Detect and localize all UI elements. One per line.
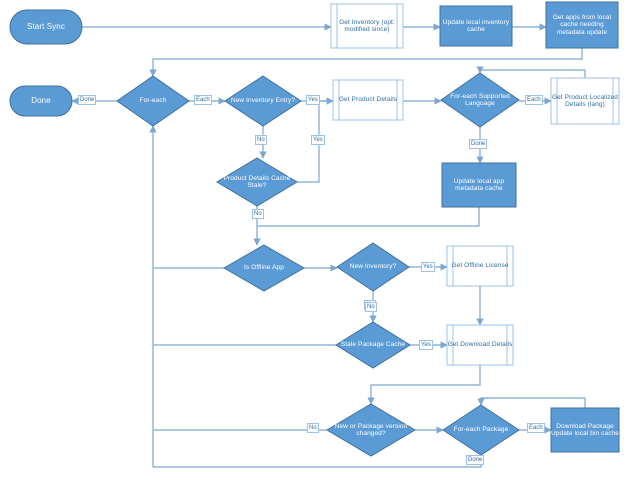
node-get-apps-needing-metadata[interactable] (545, 1, 619, 49)
node-product-details-cache-stale[interactable] (216, 157, 298, 207)
node-new-inventory-entry[interactable] (224, 75, 302, 127)
node-stale-package-cache[interactable] (335, 321, 411, 369)
edge-label-cache-stale-no: No (252, 209, 264, 219)
node-for-each-supported-language[interactable] (440, 72, 520, 128)
node-for-each[interactable] (116, 75, 190, 127)
node-new-inventory[interactable] (336, 242, 410, 292)
edge-label-new-entry-yes: Yes (306, 95, 320, 105)
edge-downloaddetails-to-pkgchanged (367, 365, 481, 405)
edge-label-for-each-pkg-each: Each (527, 423, 545, 433)
edge-localized-loopback (476, 66, 586, 78)
node-is-offline-app[interactable] (222, 244, 306, 292)
edge-updatemeta-to-offlineline (257, 207, 480, 227)
edge-label-cache-stale-yes: Yes (311, 135, 325, 145)
edge-label-supported-lang-each: Each (525, 95, 543, 105)
node-get-inventory[interactable] (330, 3, 404, 49)
node-update-local-inventory-cache[interactable] (439, 5, 513, 47)
node-get-offline-license[interactable] (446, 245, 514, 287)
edge-label-for-each-each: Each (194, 95, 212, 105)
edge-label-stale-pkg-yes: Yes (419, 340, 433, 350)
node-start-sync[interactable] (9, 9, 83, 45)
edge-label-new-inventory-yes: Yes (421, 262, 435, 272)
edge-cachestale-yes-up (297, 104, 320, 183)
edge-label-stale-pkg-no: No (365, 302, 377, 312)
edge-getapps-to-foreach (149, 48, 583, 77)
node-done[interactable] (9, 85, 73, 117)
node-get-product-details[interactable] (332, 79, 404, 121)
edge-label-pkg-changed-no: No (307, 423, 319, 433)
node-update-local-app-metadata-cache[interactable] (441, 162, 517, 208)
node-for-each-package[interactable] (442, 404, 520, 456)
edge-label-for-each-done: Done (78, 95, 97, 105)
node-download-package-update-bin-cache[interactable] (550, 407, 620, 453)
edge-label-for-each-pkg-done: Done (466, 455, 485, 465)
edge-download-loopback (477, 397, 586, 408)
node-new-or-package-version-changed[interactable] (326, 403, 416, 457)
edge-label-supported-lang-done: Done (469, 139, 488, 149)
node-get-download-details[interactable] (446, 324, 514, 366)
edge-label-new-entry-no: No (255, 135, 267, 145)
node-get-product-localized-details[interactable] (550, 77, 620, 125)
